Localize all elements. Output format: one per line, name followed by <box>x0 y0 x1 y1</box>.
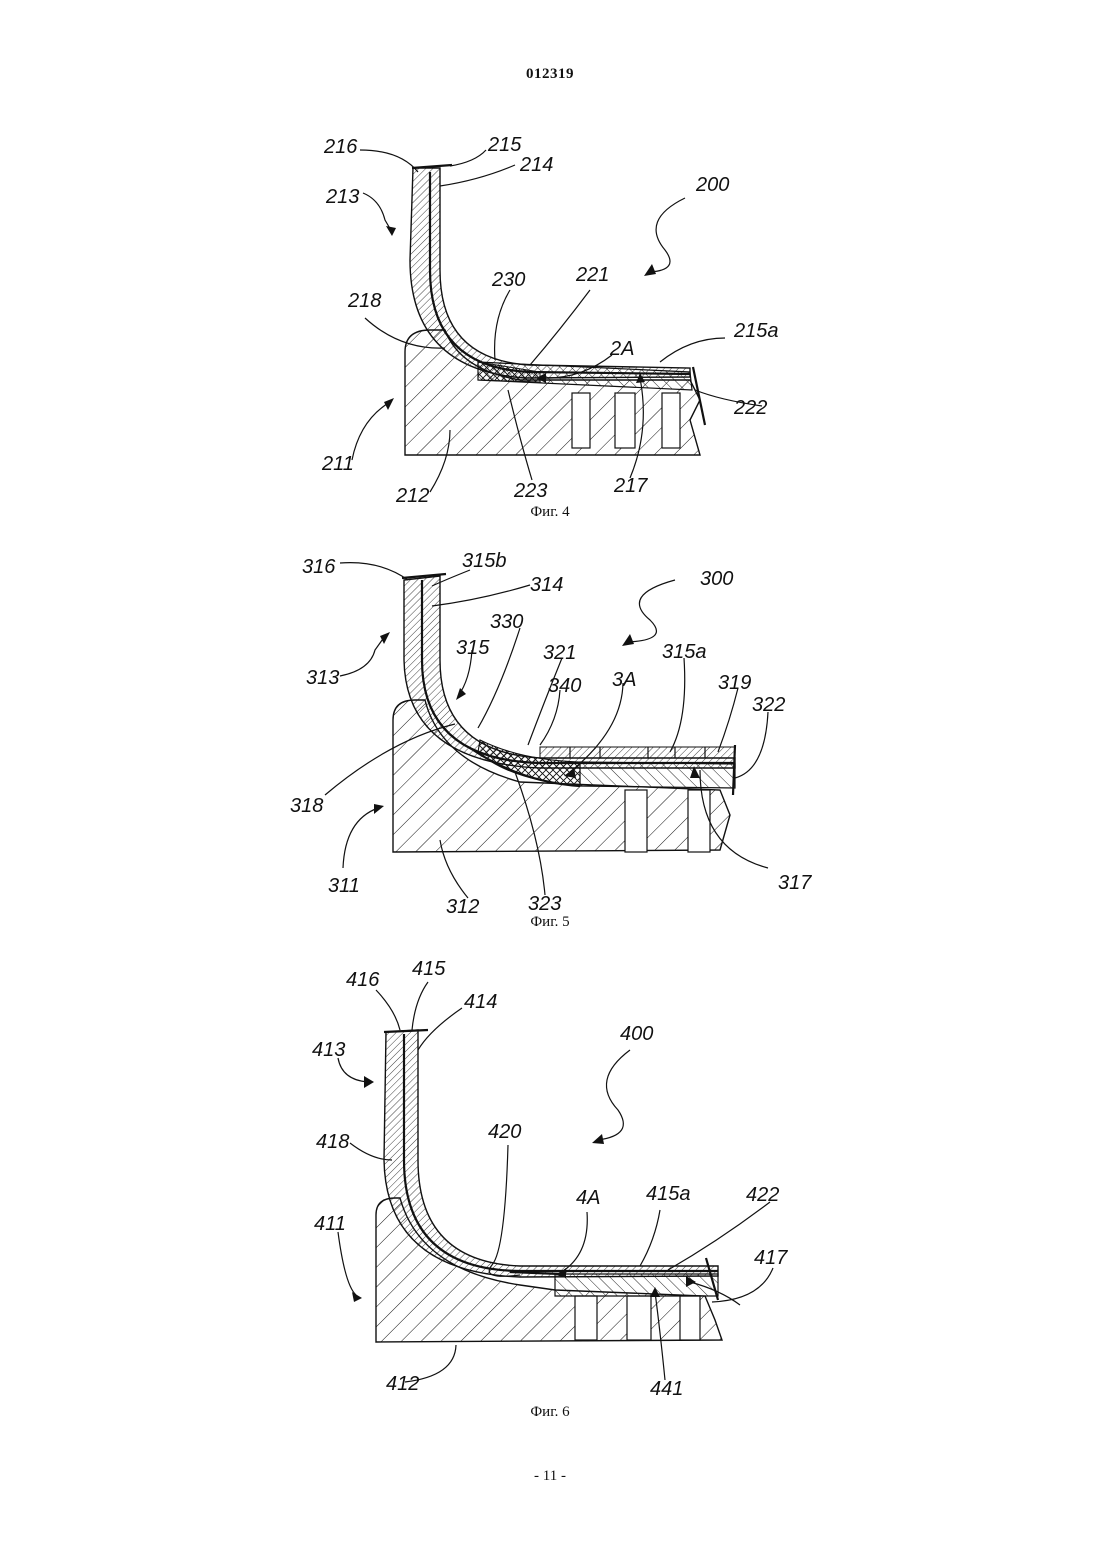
label-315b: 315b <box>462 550 507 572</box>
label-322: 322 <box>752 694 785 716</box>
label-3A: 3A <box>612 669 636 691</box>
label-222: 222 <box>733 397 767 419</box>
label-215: 215 <box>487 134 522 156</box>
label-217: 217 <box>613 475 648 497</box>
label-215a: 215a <box>733 320 779 342</box>
label-400: 400 <box>620 1023 653 1045</box>
label-415a: 415a <box>646 1183 691 1205</box>
label-323: 323 <box>528 893 561 915</box>
label-416: 416 <box>346 969 380 991</box>
figure-4-caption: Фиг. 4 <box>0 504 1100 521</box>
label-318: 318 <box>290 795 323 817</box>
label-340: 340 <box>548 675 581 697</box>
label-300: 300 <box>700 568 733 590</box>
label-200: 200 <box>695 174 729 196</box>
label-213: 213 <box>325 186 359 208</box>
label-330: 330 <box>490 611 523 633</box>
figure-6-drawing: 416 415 414 413 400 418 420 4A 415a 422 … <box>0 945 1100 1405</box>
label-4A: 4A <box>576 1187 600 1209</box>
label-313: 313 <box>306 667 339 689</box>
label-417: 417 <box>754 1247 788 1269</box>
label-415: 415 <box>412 958 446 980</box>
label-311: 311 <box>328 875 360 897</box>
label-211: 211 <box>321 453 354 475</box>
figure-5-drawing: 316 315b 314 300 330 313 315 321 315a 34… <box>0 540 1100 930</box>
label-317: 317 <box>778 872 812 894</box>
label-221: 221 <box>575 264 609 286</box>
label-314: 314 <box>530 574 563 596</box>
figure-5-caption: Фиг. 5 <box>0 914 1100 931</box>
label-218: 218 <box>347 290 381 312</box>
label-230: 230 <box>491 269 525 291</box>
label-223: 223 <box>513 480 547 502</box>
label-420: 420 <box>488 1121 521 1143</box>
shell-313 <box>404 576 735 768</box>
figure-4-drawing: 216 215 214 213 200 230 221 218 2A 215a … <box>0 0 1100 540</box>
label-2A: 2A <box>609 338 634 360</box>
label-315a: 315a <box>662 641 707 663</box>
label-412: 412 <box>386 1373 419 1395</box>
page-number: - 11 - <box>0 1468 1100 1485</box>
label-316: 316 <box>302 556 336 578</box>
label-422: 422 <box>746 1184 779 1206</box>
label-216: 216 <box>323 136 358 158</box>
label-414: 414 <box>464 991 497 1013</box>
label-411: 411 <box>314 1213 346 1235</box>
figure-6-caption: Фиг. 6 <box>0 1404 1100 1421</box>
label-315: 315 <box>456 637 490 659</box>
shell-413 <box>384 1030 718 1277</box>
label-418: 418 <box>316 1131 349 1153</box>
label-214: 214 <box>519 154 553 176</box>
label-321: 321 <box>543 642 576 664</box>
label-441: 441 <box>650 1378 683 1400</box>
label-319: 319 <box>718 672 751 694</box>
label-413: 413 <box>312 1039 345 1061</box>
